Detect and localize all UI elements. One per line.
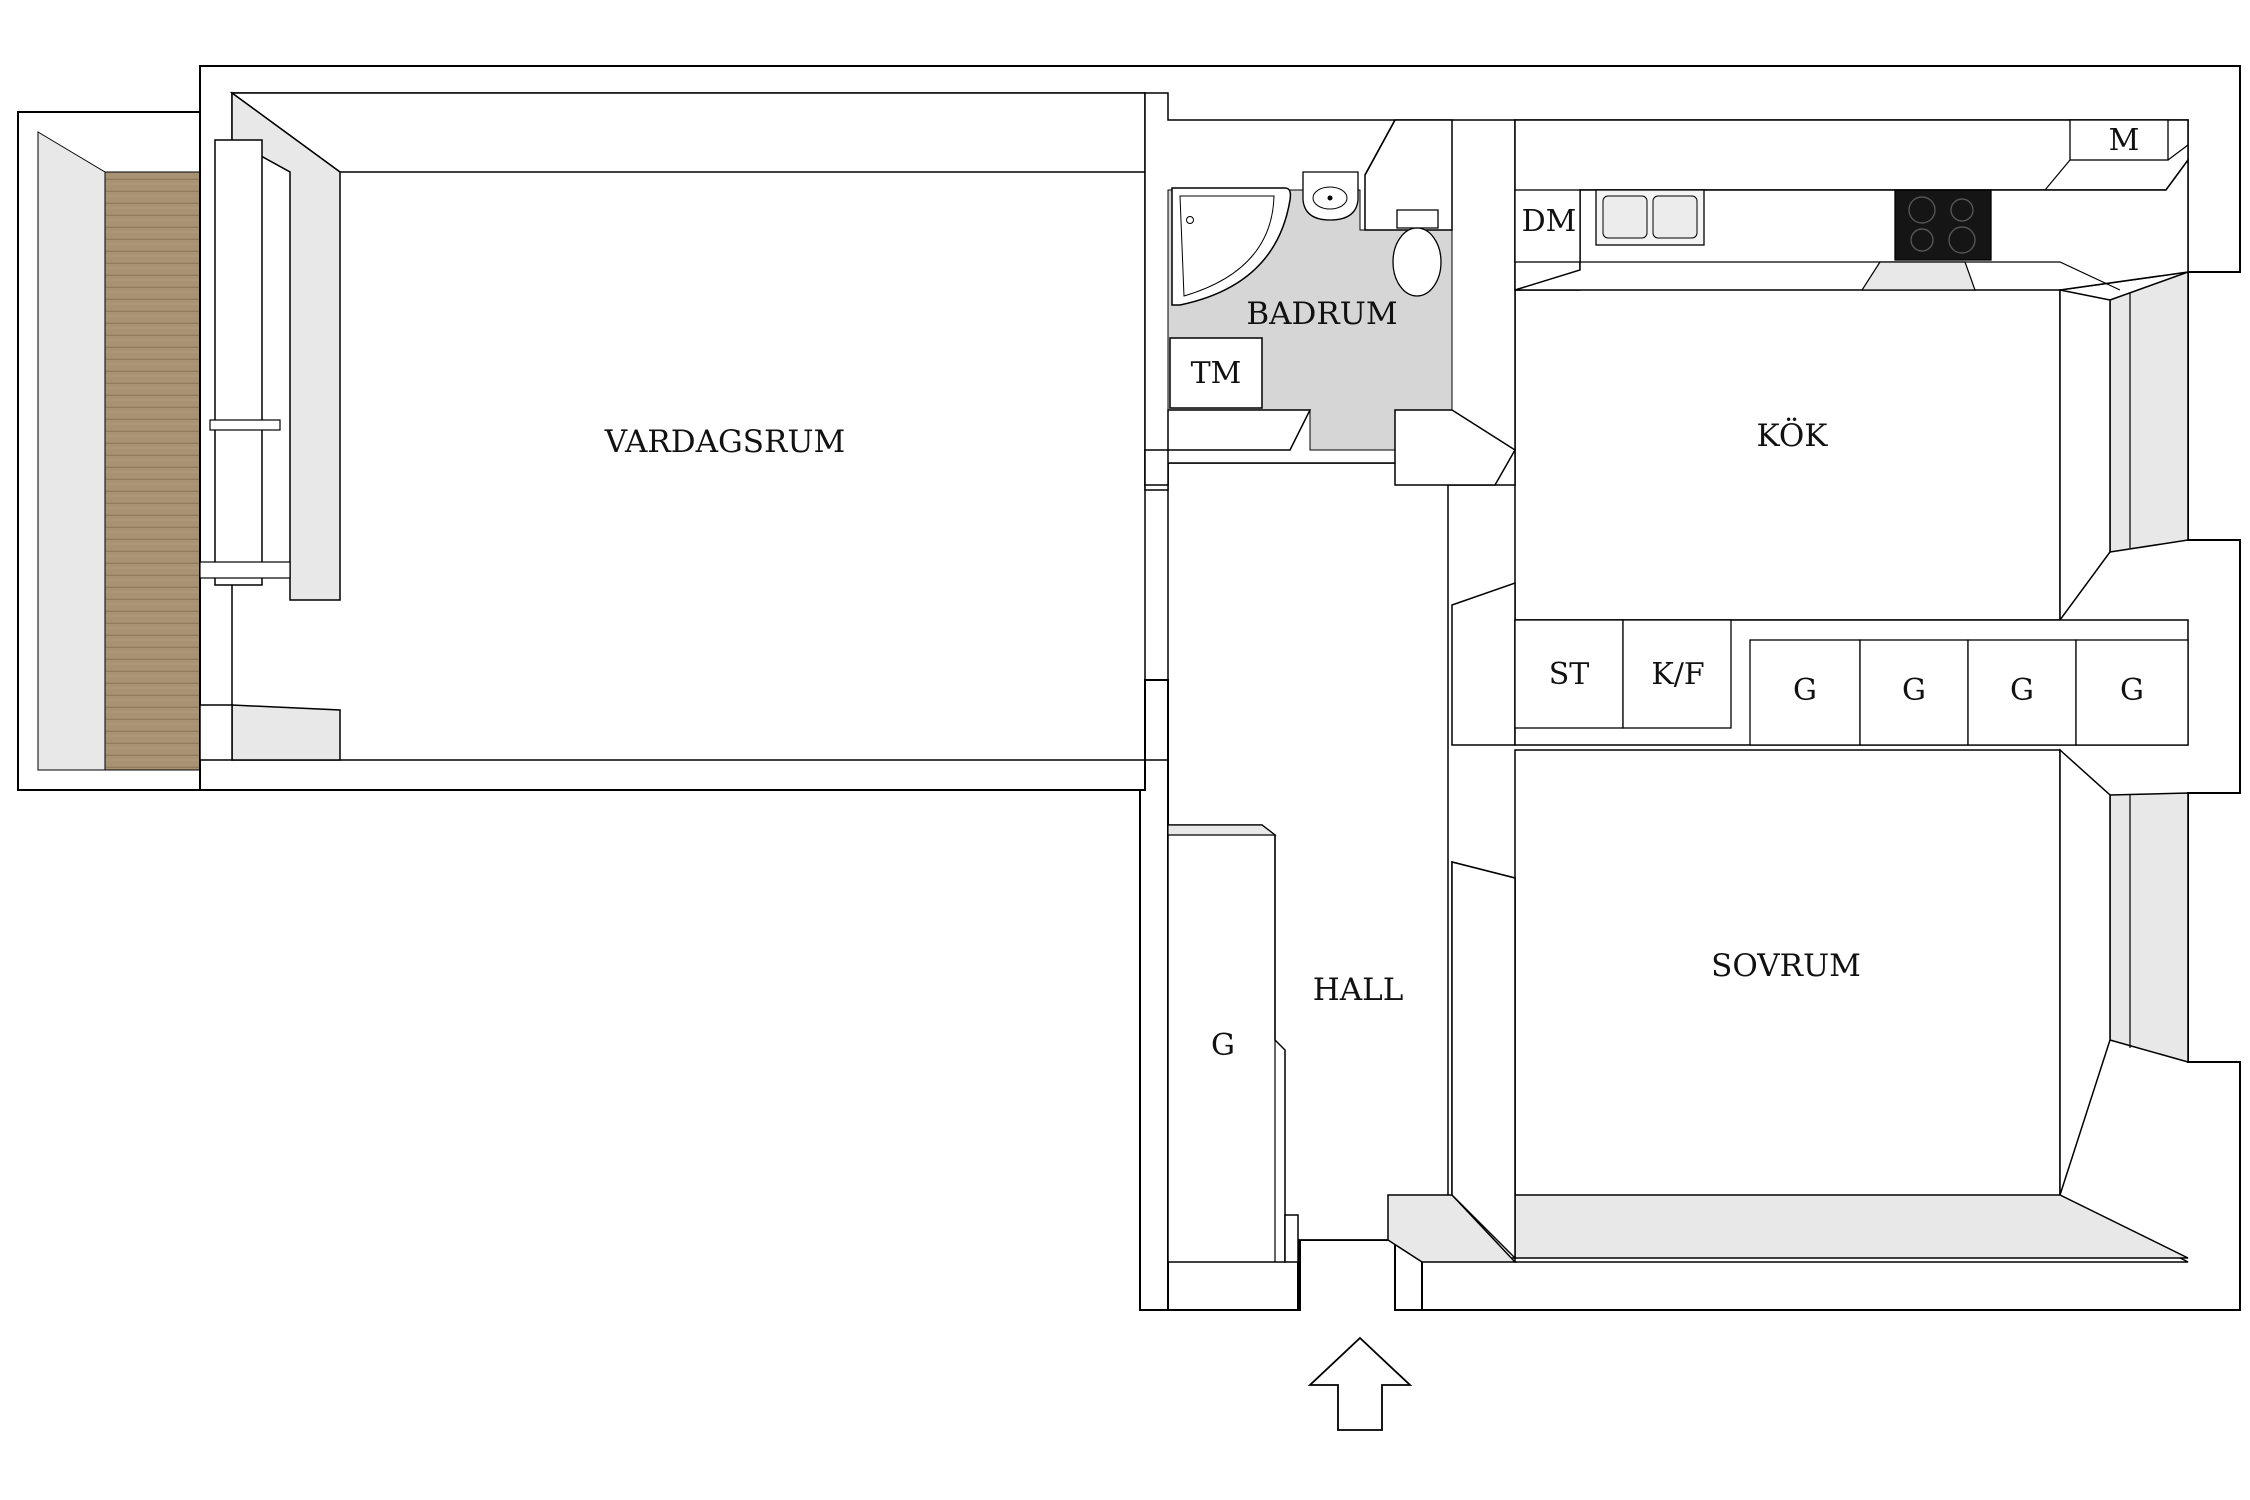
apartment-outline-left <box>199 66 1298 1311</box>
bathtub <box>1171 187 1292 306</box>
cooktop-burner-1 <box>1908 196 1936 224</box>
fixture-label-g1: G <box>1793 673 1817 708</box>
room-label-bath: BADRUM <box>1246 296 1397 332</box>
oven-front <box>1860 261 1976 291</box>
g-box-4 <box>2075 639 2189 746</box>
fixture-label-g4: G <box>2120 673 2144 708</box>
living-top-wall-band <box>229 92 1146 173</box>
kitchen <box>1514 119 2189 623</box>
entrance-arrow-icon <box>1307 1336 1413 1431</box>
kitchen-right-wall <box>2059 289 2111 623</box>
living-left-shade-lower <box>231 704 341 761</box>
hall-entrance-left <box>1284 1214 1299 1263</box>
apartment-outline-top <box>200 65 2241 1311</box>
bedroom-right-wall <box>2059 748 2111 1196</box>
cabinet-row <box>1451 581 2189 746</box>
toilet-tank <box>1396 209 1439 229</box>
tm-box <box>1169 337 1263 409</box>
bathroom <box>1144 92 1517 491</box>
living-doorway-post <box>199 704 233 761</box>
fixture-label-dm: DM <box>1522 204 1577 239</box>
m-box-shade <box>2044 144 2189 191</box>
dm-box <box>1514 189 1581 263</box>
balcony-door-handle-lower <box>199 561 291 579</box>
fixture-label-m: M <box>2109 123 2140 158</box>
bath-door-jamb-left <box>1144 409 1312 486</box>
living-left-pillar <box>214 139 263 586</box>
bath-door-jamb-right <box>1394 409 1517 486</box>
cabinet-wall-left <box>1451 581 1516 746</box>
fixture-label-g2: G <box>1902 673 1926 708</box>
fixture-label-g3: G <box>2010 673 2034 708</box>
sink-basin-right <box>1652 195 1698 239</box>
cooktop-burner-4 <box>1948 226 1976 254</box>
hall-partition <box>1451 861 1516 1260</box>
cooktop-burner-3 <box>1910 228 1934 252</box>
balcony-shade <box>37 131 106 771</box>
living-room-walls <box>199 91 1146 761</box>
m-box <box>2069 119 2169 161</box>
g-box-1 <box>1749 639 1861 746</box>
st-box <box>1514 619 1624 729</box>
kf-box <box>1622 619 1732 729</box>
room-label-living: VARDAGSRUM <box>604 424 845 460</box>
balcony-door-handle-upper <box>209 419 281 431</box>
hall-entrance-right <box>1387 1194 1517 1263</box>
room-label-kitchen: KÖK <box>1757 416 1829 454</box>
cooktop <box>1894 189 1992 261</box>
g-box-2 <box>1859 639 1969 746</box>
interior-floors <box>231 92 2189 1263</box>
washbasin-bowl <box>1312 186 1348 210</box>
bath-right-wall-cap <box>1364 119 1396 176</box>
fixture-label-kf: K/F <box>1651 657 1704 692</box>
room-label-bedroom: SOVRUM <box>1711 948 1861 984</box>
toilet-bowl <box>1392 227 1442 297</box>
kitchen-right-window <box>2109 270 2189 553</box>
sink-basin-left <box>1602 195 1648 239</box>
washbasin-drain <box>1327 195 1333 201</box>
bedroom-right-window <box>2109 792 2189 1063</box>
fixture-label-st: ST <box>1549 657 1590 692</box>
hall <box>1167 824 1517 1263</box>
g-box-3 <box>1967 639 2077 746</box>
hall-wardrobe-top <box>1167 824 1277 836</box>
bathtub-drain <box>1186 216 1194 224</box>
cooktop-burner-2 <box>1950 198 1974 222</box>
room-label-hall: HALL <box>1313 972 1404 1008</box>
fixture-label-hall-g: G <box>1211 1028 1235 1063</box>
fixture-label-tm: TM <box>1191 356 1242 391</box>
bathtub-inner <box>1179 195 1275 297</box>
